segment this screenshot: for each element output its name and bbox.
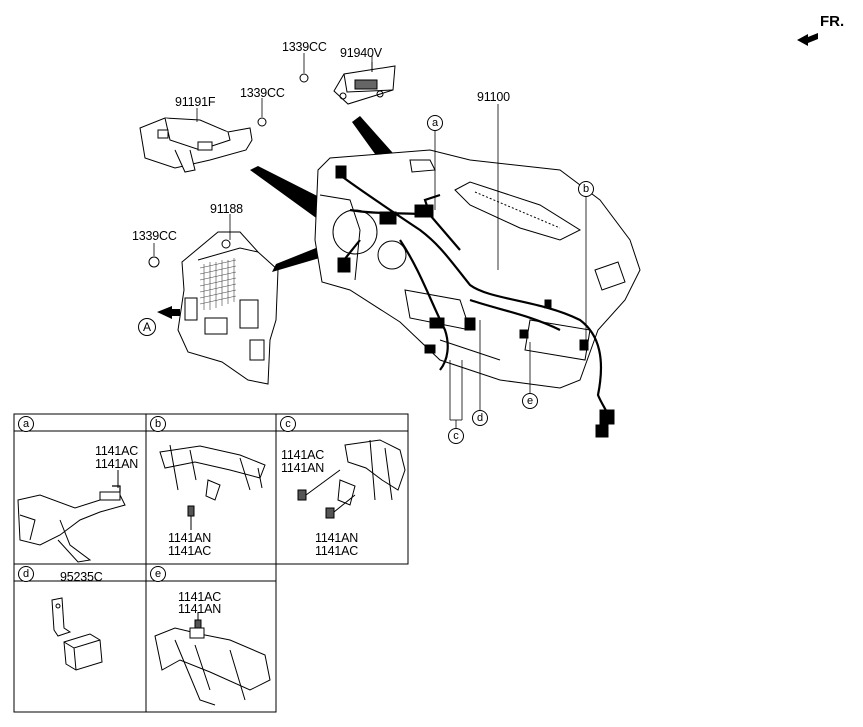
callout-d: d [472, 410, 488, 426]
part-label-91191f: 91191F [175, 95, 216, 109]
panel-c-drawing [297, 439, 406, 519]
panel-b-part-2: 1141AC [168, 544, 212, 558]
panel-a-key: a [18, 416, 34, 432]
callout-e: e [522, 393, 538, 409]
panel-a-part-1: 1141AC [95, 444, 139, 458]
part-label-1339cc-top: 1339CC [282, 40, 327, 54]
leader-lines [153, 53, 587, 428]
detail-panel-grid [13, 413, 409, 713]
bracket-91191f-drawing [139, 117, 253, 173]
callout-c: c [448, 428, 464, 444]
harness-connectors [335, 165, 615, 438]
part-label-91100: 91100 [477, 90, 510, 104]
nut-1339cc-mid-icon [257, 117, 267, 127]
cluster-unit-drawing [333, 62, 396, 105]
view-a-callout: A [138, 318, 156, 336]
panel-c-part-top-2: 1141AN [281, 461, 325, 475]
front-arrow-icon [797, 33, 818, 46]
panel-b-part-1: 1141AN [168, 531, 212, 545]
panel-c-part-bottom-1: 1141AN [315, 531, 359, 545]
part-label-1339cc-left: 1339CC [132, 229, 177, 243]
panel-e-key: e [150, 566, 166, 582]
panel-e-part-2: 1141AN [178, 602, 222, 616]
panel-c-key: c [280, 416, 296, 432]
front-indicator-label: FR. [820, 13, 845, 30]
panel-d-part-1: 95235C [60, 570, 103, 584]
panel-e-part-1: 1141AC [178, 590, 222, 604]
panel-c-part-bottom-2: 1141AC [315, 544, 359, 558]
callout-a: a [427, 115, 443, 131]
callout-b: b [578, 181, 594, 197]
panel-d-key: d [18, 566, 34, 582]
nut-1339cc-top-icon [299, 73, 309, 83]
panel-a-part-2: 1141AN [95, 457, 139, 471]
part-label-91940v: 91940V [340, 46, 382, 60]
junction-box-drawing [177, 231, 279, 385]
nut-1339cc-left-icon [148, 256, 160, 268]
panel-b-drawing [159, 444, 266, 530]
part-label-91188: 91188 [210, 202, 243, 216]
panel-d-drawing [51, 597, 103, 671]
panel-e-drawing [154, 612, 271, 706]
panel-a-drawing [17, 470, 126, 563]
panel-c-part-top-1: 1141AC [281, 448, 325, 462]
part-label-1339cc-mid: 1339CC [240, 86, 285, 100]
view-a-arrow-icon [157, 306, 180, 319]
panel-b-key: b [150, 416, 166, 432]
